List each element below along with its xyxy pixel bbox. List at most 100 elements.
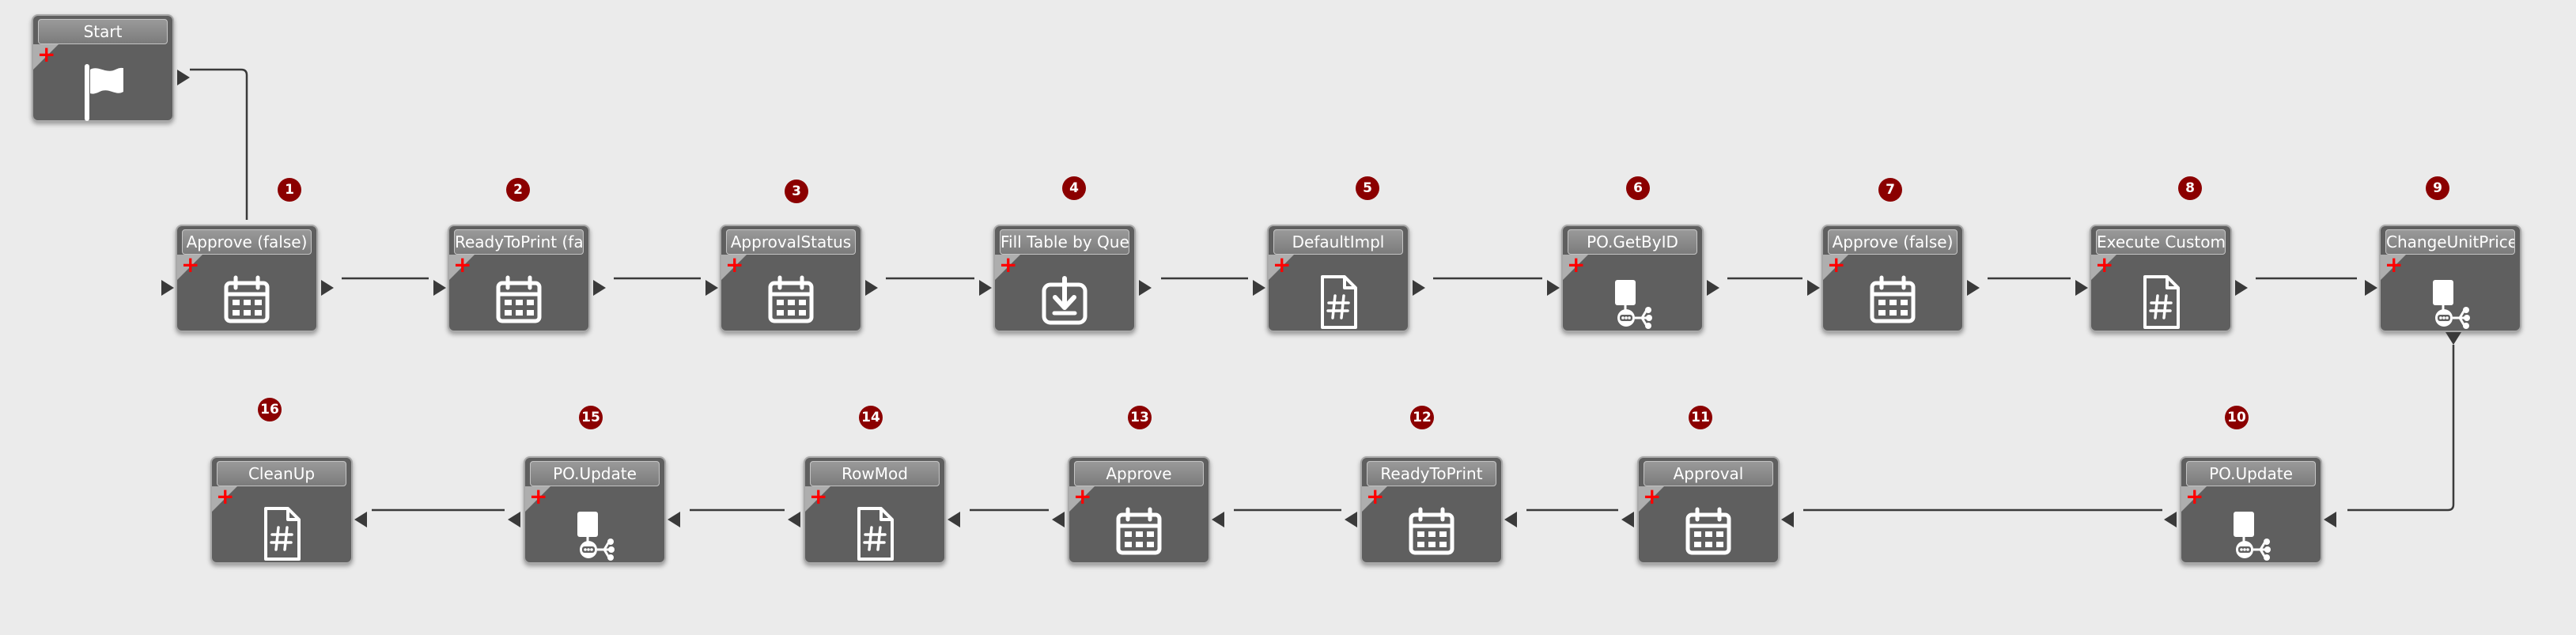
node-title: ReadyToPrint: [1367, 461, 1496, 486]
input-port[interactable]: [2075, 280, 2088, 296]
node-2[interactable]: ReadyToPrint (false+: [433, 225, 606, 332]
node-13[interactable]: Approve+: [1052, 456, 1224, 565]
hash-document-icon: [250, 502, 313, 565]
output-port[interactable]: [2164, 512, 2177, 527]
input-port[interactable]: [1547, 280, 1560, 296]
add-plus-icon[interactable]: +: [1366, 483, 1385, 509]
node-14[interactable]: RowMod+: [788, 456, 960, 565]
calendar-icon: [1107, 502, 1171, 565]
input-port[interactable]: [2365, 280, 2377, 296]
node-title: Execute Custom Co: [2096, 229, 2226, 255]
output-port[interactable]: [865, 280, 878, 296]
output-port[interactable]: [788, 512, 800, 527]
step-number-badge: 7: [1878, 178, 1902, 202]
output-port[interactable]: [593, 280, 606, 296]
input-port[interactable]: [1781, 512, 1794, 527]
node-title: PO.Update: [530, 461, 660, 486]
node-8[interactable]: Execute Custom Co+: [2075, 225, 2248, 334]
output-port[interactable]: [508, 512, 520, 527]
add-plus-icon[interactable]: +: [529, 483, 548, 509]
input-port[interactable]: [948, 512, 960, 527]
calendar-icon: [1861, 270, 1924, 334]
add-plus-icon[interactable]: +: [1827, 251, 1846, 278]
start-node[interactable]: Start+: [32, 14, 190, 123]
node-corner: [1823, 255, 1848, 280]
output-port[interactable]: [1967, 280, 1980, 296]
node-5[interactable]: DefaultImpl+: [1253, 225, 1425, 332]
node-corner: [1362, 486, 1387, 512]
add-plus-icon[interactable]: +: [1643, 483, 1662, 509]
input-port[interactable]: [1504, 512, 1517, 527]
input-port[interactable]: [433, 280, 446, 296]
node-corner: [995, 255, 1020, 280]
connector-9-10: [2347, 345, 2455, 512]
node-11[interactable]: Approval+: [1621, 456, 1794, 564]
input-port[interactable]: [2324, 512, 2336, 527]
step-number-badge: 12: [1410, 406, 1434, 429]
output-port[interactable]: [1621, 512, 1634, 527]
input-port[interactable]: [979, 280, 992, 296]
add-plus-icon[interactable]: +: [1273, 251, 1292, 278]
output-port[interactable]: [1413, 280, 1425, 296]
add-plus-icon[interactable]: +: [181, 251, 200, 278]
flag-icon: [71, 60, 134, 123]
output-port[interactable]: [177, 70, 190, 85]
add-plus-icon[interactable]: +: [1073, 483, 1092, 509]
input-port[interactable]: [705, 280, 718, 296]
input-port[interactable]: [161, 280, 174, 296]
add-plus-icon[interactable]: +: [725, 251, 744, 278]
node-12[interactable]: ReadyToPrint+: [1345, 456, 1517, 564]
node-title: Approve (false): [182, 229, 312, 255]
service-icon: [1601, 270, 1664, 334]
hash-document-icon: [843, 502, 906, 565]
service-icon: [2219, 502, 2283, 565]
add-plus-icon[interactable]: +: [2385, 251, 2404, 278]
add-plus-icon[interactable]: +: [2095, 251, 2114, 278]
node-15[interactable]: PO.Update+: [508, 456, 680, 565]
output-port[interactable]: [1345, 512, 1357, 527]
node-corner: [2091, 255, 2116, 280]
add-plus-icon[interactable]: +: [216, 483, 235, 509]
node-1[interactable]: Approve (false)+: [161, 225, 334, 332]
input-port[interactable]: [1212, 512, 1224, 527]
input-port[interactable]: [354, 512, 367, 527]
node-corner: [805, 486, 830, 512]
step-number-badge: 9: [2426, 176, 2449, 200]
output-port[interactable]: [321, 280, 334, 296]
node-3[interactable]: ApprovalStatus+: [705, 225, 878, 334]
step-number-badge: 8: [2178, 176, 2202, 200]
add-plus-icon[interactable]: +: [1567, 251, 1586, 278]
node-10[interactable]: PO.Update+: [2164, 456, 2336, 565]
add-plus-icon[interactable]: +: [37, 41, 56, 67]
node-16[interactable]: CleanUp+: [210, 456, 367, 565]
step-number-badge: 13: [1128, 406, 1152, 429]
input-port[interactable]: [668, 512, 680, 527]
output-port[interactable]: [2235, 280, 2248, 296]
node-title: ChangeUnitPrice: [2385, 229, 2515, 255]
output-port[interactable]: [1052, 512, 1065, 527]
step-number-badge: 3: [785, 180, 808, 203]
node-6[interactable]: PO.GetByID+: [1547, 225, 1719, 334]
node-corner: [212, 486, 237, 512]
node-title: ApprovalStatus: [726, 229, 856, 255]
node-title: Approve (false): [1828, 229, 1958, 255]
output-port-down[interactable]: [2445, 332, 2461, 345]
add-plus-icon[interactable]: +: [999, 251, 1018, 278]
calendar-icon: [759, 270, 823, 334]
step-number-badge: 6: [1626, 176, 1650, 200]
output-port[interactable]: [1707, 280, 1719, 296]
node-corner: [33, 44, 59, 70]
node-4[interactable]: Fill Table by Query+: [979, 225, 1152, 332]
add-plus-icon[interactable]: +: [453, 251, 472, 278]
node-corner: [525, 486, 550, 512]
node-title: PO.Update: [2186, 461, 2316, 486]
add-plus-icon[interactable]: +: [2185, 483, 2204, 509]
input-port[interactable]: [1807, 280, 1820, 296]
node-7[interactable]: Approve (false)+: [1807, 225, 1980, 334]
node-9[interactable]: ChangeUnitPrice+: [2365, 225, 2521, 345]
hash-document-icon: [2129, 270, 2192, 334]
output-port[interactable]: [1139, 280, 1152, 296]
add-plus-icon[interactable]: +: [809, 483, 828, 509]
service-icon: [563, 502, 626, 565]
input-port[interactable]: [1253, 280, 1265, 296]
